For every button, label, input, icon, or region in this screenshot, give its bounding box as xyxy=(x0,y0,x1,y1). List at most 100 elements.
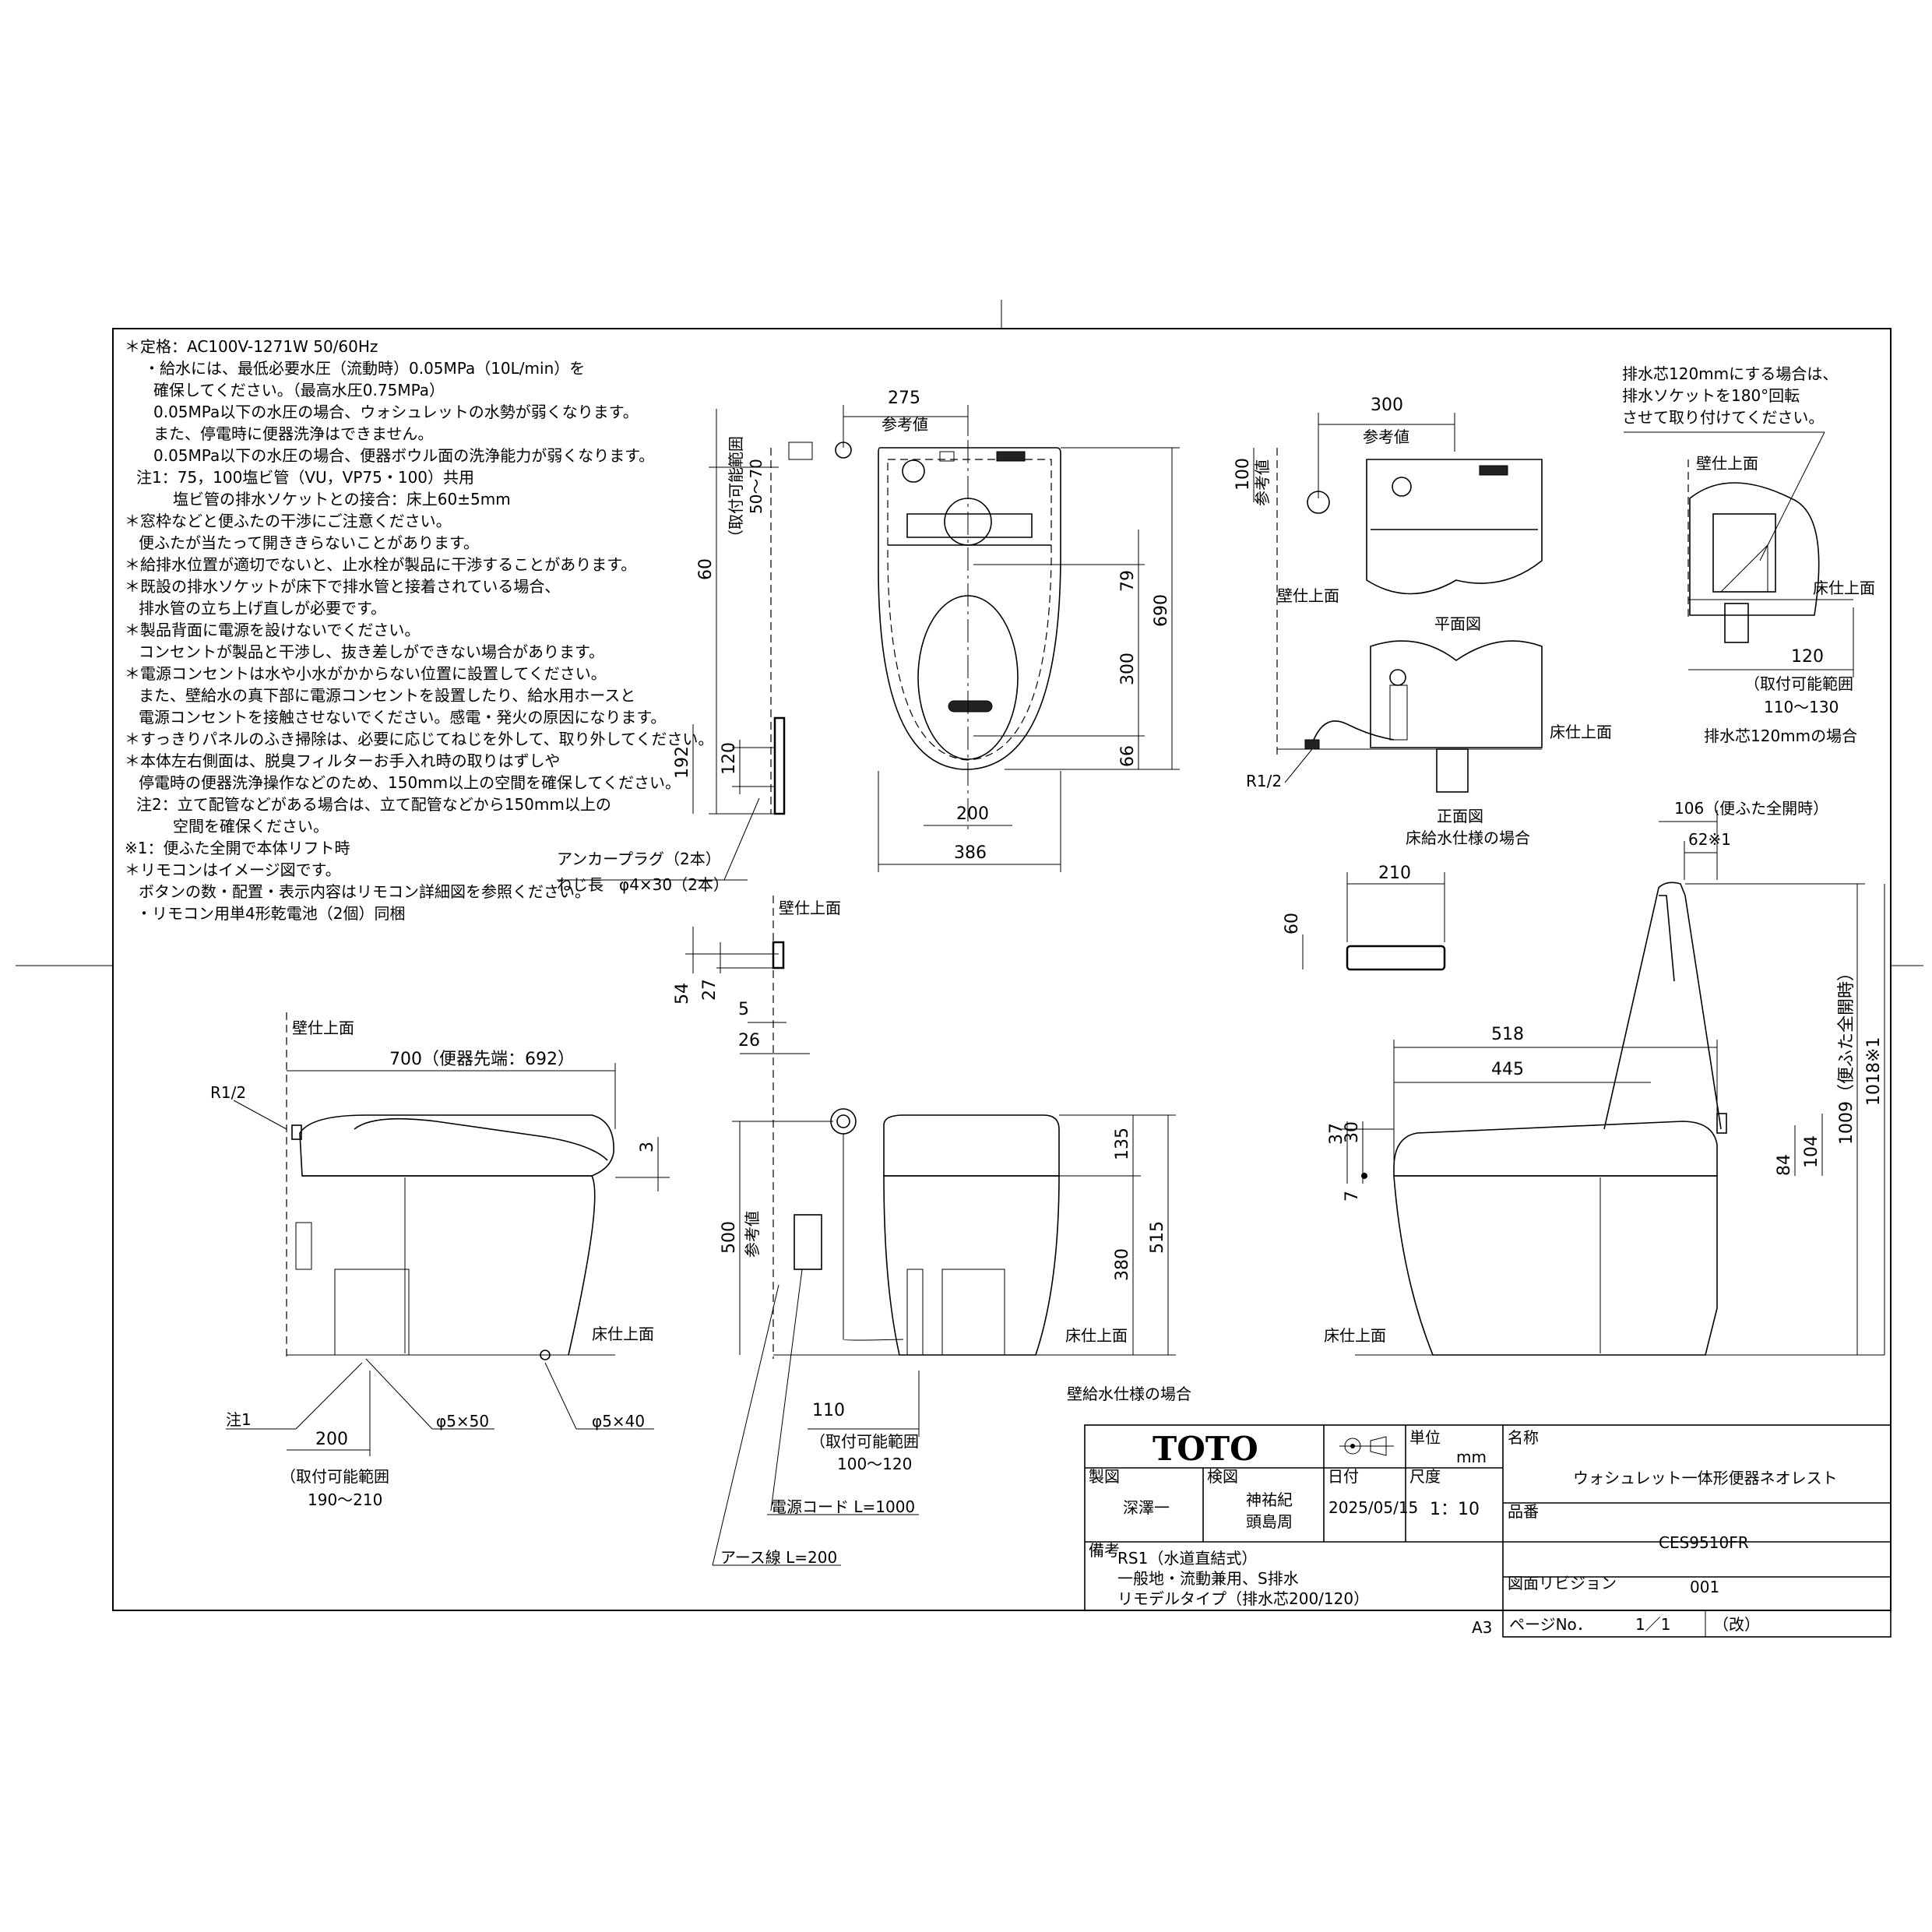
dim-210: 210 xyxy=(1378,864,1411,883)
label-plan-view: 平面図 xyxy=(1434,614,1481,633)
note-line: ＊窓枠などと便ふたの干渉にご注意ください。 xyxy=(125,512,452,530)
dim-518: 518 xyxy=(1491,1025,1524,1044)
dim-192: 192 xyxy=(673,746,692,779)
unit-label: 単位 xyxy=(1409,1428,1441,1447)
label-phi550: φ5×50 xyxy=(436,1412,489,1431)
label-ref: 参考値 xyxy=(1363,428,1409,446)
dim-200: 200 xyxy=(956,804,989,824)
note-line: ＊定格：AC100V-1271W 50/60Hz xyxy=(125,337,378,356)
label-range: （取付可能範囲 xyxy=(810,1432,919,1451)
dim-104: 104 xyxy=(1802,1135,1821,1168)
label-floor-finish: 床仕上面 xyxy=(1065,1326,1128,1345)
note-line: 塩ビ管の排水ソケットとの接合：床上60±5mm xyxy=(173,490,511,509)
model-number: CES9510FR xyxy=(1659,1533,1749,1552)
checker-label: 検図 xyxy=(1207,1467,1238,1486)
dim-386: 386 xyxy=(954,843,987,863)
note-line: ＊電源コンセントは水や小水がかからない位置に設置してください。 xyxy=(125,664,607,683)
dim-300b: 300 xyxy=(1118,653,1138,685)
label-floor-finish: 床仕上面 xyxy=(1324,1326,1386,1345)
date-label: 日付 xyxy=(1328,1467,1359,1486)
label-wall-finish: 壁仕上面 xyxy=(779,899,841,917)
model-label: 品番 xyxy=(1508,1502,1539,1521)
note-line: ＊製品背面に電源を設けないでください。 xyxy=(125,621,420,639)
label-ref: 参考値 xyxy=(1253,459,1272,506)
remark-line: リモデルタイプ（排水芯200/120） xyxy=(1117,1589,1369,1608)
note-line: コンセントが製品と干渉し、抜き差しができない場合があります。 xyxy=(139,642,604,661)
remark-label: 備考 xyxy=(1089,1541,1120,1560)
note-line: 停電時の便器洗浄操作などのため、150mm以上の空間を確保してください。 xyxy=(139,773,681,792)
label-r12: R1/2 xyxy=(1246,772,1282,790)
dim-3: 3 xyxy=(638,1142,657,1153)
label-ref: 参考値 xyxy=(882,415,928,434)
remote-plan-view: 300 参考値 100 参考値 壁仕上面 平面図 床仕上面 正面図 床給水仕様の… xyxy=(1233,396,1612,971)
note-line: 便ふたが当たって開ききらないことがあります。 xyxy=(139,533,479,552)
remark-line: RS1（水道直結式） xyxy=(1117,1549,1257,1568)
drawing-border xyxy=(112,328,1892,1611)
note-line: 注1：75，100塩ビ管（VU，VP75・100）共用 xyxy=(136,468,474,487)
note-line: ＊既設の排水ソケットが床下で排水管と接着されている場合、 xyxy=(125,577,560,596)
dim-135: 135 xyxy=(1113,1128,1132,1160)
label-range: （取付可能範囲 xyxy=(727,436,745,545)
note-line: また、壁給水の真下部に電源コンセントを設置したり、給水用ホースと xyxy=(139,686,635,705)
scale-value: 1：10 xyxy=(1430,1500,1480,1519)
dim-500: 500 xyxy=(720,1221,739,1254)
label-range: （取付可能範囲 xyxy=(1744,674,1853,693)
label-wall-finish: 壁仕上面 xyxy=(1696,454,1758,473)
label-wall-finish: 壁仕上面 xyxy=(1277,586,1339,605)
sheet-size: A3 xyxy=(1472,1618,1492,1637)
note-line: 確保してください。（最高水圧0.75MPa） xyxy=(153,381,445,399)
note-line: ＊リモコンはイメージ図です。 xyxy=(125,860,341,879)
dim-30: 30 xyxy=(1343,1121,1362,1143)
dim-60b: 60 xyxy=(1283,913,1302,934)
dim-7: 7 xyxy=(1343,1191,1362,1202)
name-label: 名称 xyxy=(1508,1428,1539,1447)
checker-name: 頭島周 xyxy=(1246,1512,1293,1531)
dim-27: 27 xyxy=(700,979,720,1001)
dim-690: 690 xyxy=(1152,594,1171,627)
dim-62: 62※1 xyxy=(1688,830,1731,849)
dim-190210: 190〜210 xyxy=(308,1490,382,1509)
note-line: また、停電時に便器洗浄はできません。 xyxy=(153,424,433,443)
note-line: ・リモコン用単4形乾電池（2個）同梱 xyxy=(136,904,405,923)
dim-445: 445 xyxy=(1491,1060,1524,1079)
label-cord: 電源コード L=1000 xyxy=(771,1497,915,1516)
label-floor-finish: 床仕上面 xyxy=(1813,579,1875,597)
revision-value: 001 xyxy=(1690,1578,1719,1596)
note-line: ＊本体左右側面は、脱臭フィルターお手入れ時の取りはずしや xyxy=(125,751,560,770)
label-floor-supply: 床給水仕様の場合 xyxy=(1406,829,1530,847)
side-view: 壁仕上面 床仕上面 700（便器先端：692） 3 200 （取付可能範囲 19… xyxy=(210,1012,670,1509)
dim-1018: 1018※1 xyxy=(1864,1037,1884,1106)
drain-120-detail: 排水芯120mmにする場合は、 排水ソケットを180°回転 させて取り付けてくだ… xyxy=(1622,364,1875,745)
dim-26: 26 xyxy=(738,1031,760,1050)
label-front-view: 正面図 xyxy=(1437,807,1483,825)
label-ref: 参考値 xyxy=(743,1211,762,1258)
dim-100120: 100〜120 xyxy=(837,1455,912,1473)
note-line: ＊すっきりパネルのふき掃除は、必要に応じてねじを外して、取り外してください。 xyxy=(125,730,713,748)
note-line: 0.05MPa以下の水圧の場合、便器ボウル面の洗浄能力が弱くなります。 xyxy=(153,446,654,465)
dim-66: 66 xyxy=(1118,745,1138,767)
dim-515: 515 xyxy=(1148,1221,1167,1254)
dim-200b: 200 xyxy=(315,1430,348,1449)
drain-note: させて取り付けてください。 xyxy=(1622,408,1824,427)
dim-380: 380 xyxy=(1113,1248,1132,1281)
label-range: （取付可能範囲 xyxy=(280,1467,389,1486)
page-suffix: （改） xyxy=(1713,1615,1760,1634)
note-line: ・給水には、最低必要水圧（流動時）0.05MPa（10L/min）を xyxy=(144,359,585,378)
dim-54: 54 xyxy=(673,983,692,1005)
projection-symbol-icon xyxy=(1339,1436,1394,1456)
dim-5070: 50〜70 xyxy=(747,459,765,514)
checker-name: 神祐紀 xyxy=(1246,1490,1293,1509)
label-anchor: アンカープラグ（2本） xyxy=(557,850,721,868)
note-line: 排水管の立ち上げ直しが必要です。 xyxy=(139,599,386,618)
note-line: ※1：便ふた全開で本体リフト時 xyxy=(125,839,350,857)
side-view-lid-open: 床仕上面 518 445 106（便ふた全開時） 62※1 1009（便ふた全開… xyxy=(1324,799,1885,1356)
top-view: 275 参考値 200 386 690 79 300 66 60 （取付可能範囲… xyxy=(557,389,1180,894)
dim-300: 300 xyxy=(1371,396,1403,415)
label-drain120: 排水芯120mmの場合 xyxy=(1704,727,1857,745)
dim-60: 60 xyxy=(696,558,716,580)
drafter-name: 深澤一 xyxy=(1123,1498,1170,1517)
label-floor-finish: 床仕上面 xyxy=(1550,723,1612,741)
label-r12: R1/2 xyxy=(210,1083,246,1102)
note-line: 空間を確保ください。 xyxy=(173,817,329,836)
